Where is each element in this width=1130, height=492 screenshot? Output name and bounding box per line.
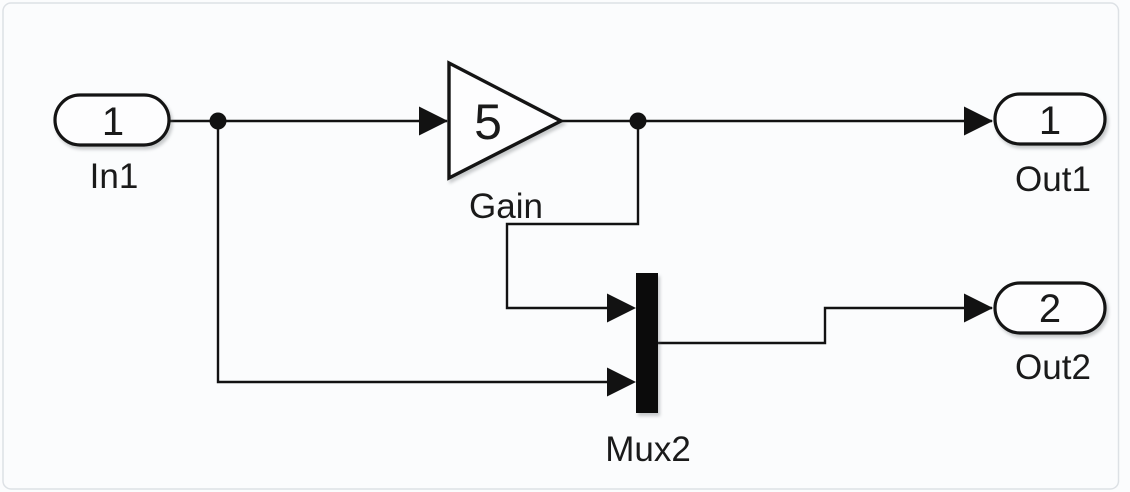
wire-segment[interactable] [505,121,640,310]
wire-segment[interactable] [658,306,992,345]
out2-port-number: 2 [1039,287,1061,331]
wire-gain-to-mux2[interactable] [505,121,640,323]
block-in1[interactable]: 1 [53,93,171,147]
gain-label: Gain [469,187,543,226]
arrowhead-icon [607,367,636,397]
wire-in1-to-mux2[interactable] [216,121,636,397]
arrowhead-icon [964,293,993,323]
inport-shape[interactable] [53,93,171,147]
block-gain[interactable]: 5 [447,60,565,181]
mux-bar-shape[interactable] [636,273,658,413]
out2-label: Out2 [1015,348,1091,387]
arrowhead-icon [964,106,993,136]
out1-label: Out1 [1015,160,1091,199]
in1-label: In1 [90,157,139,196]
branch-dot [629,112,647,130]
gain-value: 5 [474,94,502,150]
outport-shape[interactable] [993,92,1107,146]
wire-segment[interactable] [216,121,633,384]
mux2-label: Mux2 [605,430,691,469]
wire-mux2-to-out2[interactable] [658,293,993,345]
arrowhead-icon [419,106,448,136]
block-out1[interactable]: 1 [993,92,1107,146]
arrowhead-icon [607,293,636,323]
branch-dot [209,112,227,130]
block-out2[interactable]: 2 [993,281,1107,335]
gain-triangle-shape[interactable] [447,60,565,181]
block-mux2[interactable] [636,273,658,413]
in1-port-number: 1 [102,100,124,144]
out1-port-number: 1 [1039,99,1061,143]
outport-shape[interactable] [993,281,1107,335]
